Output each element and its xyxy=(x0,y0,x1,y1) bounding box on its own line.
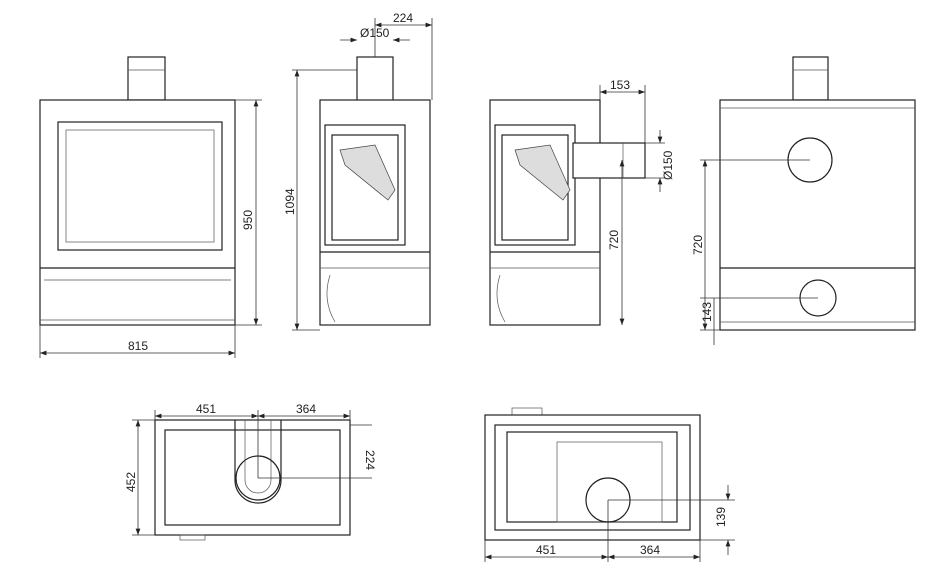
upper-outlet-height-label: 720 xyxy=(691,235,705,255)
glass-door xyxy=(57,121,223,251)
back-view: 720 143 xyxy=(691,56,916,345)
flue-pipe xyxy=(127,56,166,101)
height-label: 950 xyxy=(241,210,255,230)
lower-outlet-height-label: 143 xyxy=(700,302,714,322)
flue-offset-label: 224 xyxy=(363,450,377,470)
stove-body xyxy=(489,99,601,326)
rear-flue-pipe xyxy=(572,142,646,179)
baffle xyxy=(514,144,571,201)
flue-height-label: 720 xyxy=(607,230,621,250)
stove-body xyxy=(319,99,431,326)
side-view-rear-flue: 153 Ø150 720 xyxy=(489,78,675,326)
stove-body xyxy=(719,99,916,331)
depth-label: 452 xyxy=(124,472,138,492)
flue-diameter-label: Ø150 xyxy=(661,150,675,180)
top-view: 451 364 452 224 xyxy=(124,402,377,541)
left-width-label: 451 xyxy=(536,543,556,557)
front-view: 950 815 xyxy=(39,56,262,358)
flue-diameter-label: Ø150 xyxy=(360,26,390,40)
width-label: 815 xyxy=(128,339,148,353)
stove-body xyxy=(39,99,236,326)
firebox xyxy=(331,134,399,241)
height-label: 1094 xyxy=(283,188,297,215)
outlet-offset-label: 139 xyxy=(714,507,728,527)
flue-offset-label: 224 xyxy=(393,11,413,25)
flue-length-label: 153 xyxy=(610,78,630,92)
flue-pipe xyxy=(792,56,829,101)
side-view: 1094 224 Ø150 xyxy=(283,11,433,331)
bottom-view: 451 364 139 xyxy=(484,407,735,562)
stove-outline xyxy=(154,419,351,536)
right-width-label: 364 xyxy=(640,543,660,557)
left-width-label: 451 xyxy=(196,402,216,416)
right-width-label: 364 xyxy=(296,402,316,416)
baffle xyxy=(339,144,396,201)
stove-outline xyxy=(484,414,701,541)
